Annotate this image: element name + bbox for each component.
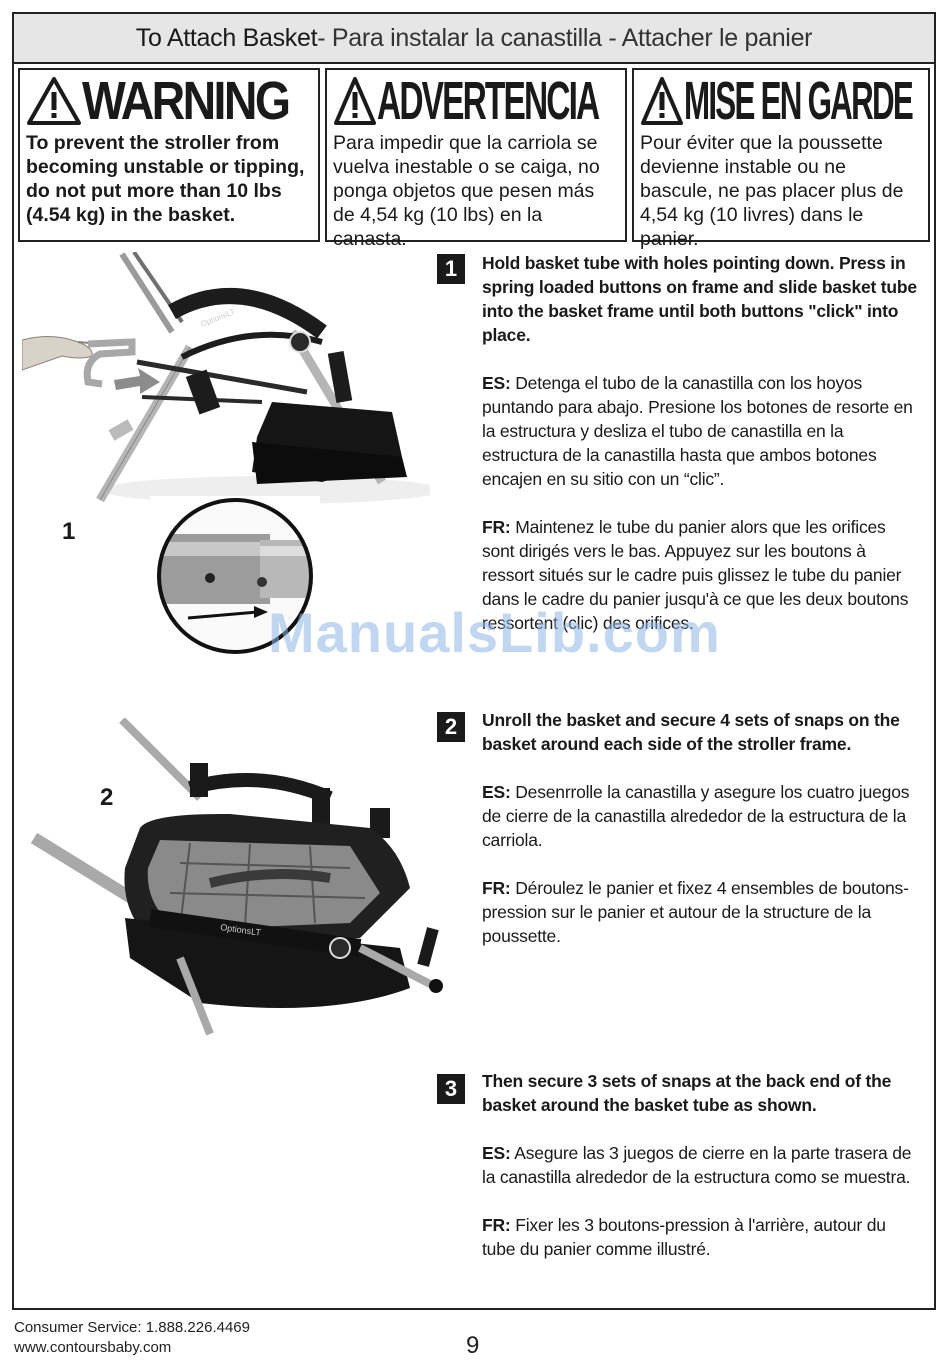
step-2-french: FR: Déroulez le panier et fixez 4 ensemb… (482, 878, 909, 946)
title-main: To Attach Basket (135, 23, 318, 52)
warning-triangle-icon (641, 77, 683, 125)
step-2-photo: OptionsLT (30, 718, 450, 1036)
warning-triangle-icon (334, 77, 376, 125)
warning-row: WARNING To prevent the stroller from bec… (18, 68, 930, 250)
consumer-service-text: Consumer Service: 1.888.226.4469 (14, 1319, 250, 1336)
warning-box-en: WARNING To prevent the stroller from bec… (18, 68, 320, 242)
figure-label-2: 2 (100, 784, 114, 811)
step-number-2: 2 (437, 712, 465, 742)
warning-text: Para impedir que la carriola se vuelva i… (333, 132, 600, 250)
footer-contact: Consumer Service: 1.888.226.4469 www.con… (14, 1318, 250, 1358)
page-number: 9 (466, 1332, 480, 1359)
step-3-english: Then secure 3 sets of snaps at the back … (482, 1071, 892, 1115)
step-number-3: 3 (437, 1074, 465, 1104)
step-2-spanish: ES: Desenrrolle la canastilla y asegure … (482, 782, 910, 850)
warning-text: Pour éviter que la poussette devienne in… (640, 132, 904, 250)
step-1-french: FR: Maintenez le tube du panier alors qu… (482, 517, 909, 633)
warning-text: To prevent the stroller from becoming un… (26, 132, 305, 226)
warning-word: WARNING (82, 71, 291, 131)
step-1-detail-photo (150, 496, 320, 656)
warning-box-es: ADVERTENCIA Para impedir que la carriola… (325, 68, 627, 250)
warning-box-fr: MISE EN GARDE Pour éviter que la pousset… (632, 68, 930, 250)
step-1-spanish: ES: Detenga el tubo de la canastilla con… (482, 373, 913, 489)
page-frame: To Attach Basket - Para instalar la cana… (12, 12, 936, 1310)
website-link[interactable]: www.contoursbaby.com (14, 1339, 172, 1356)
warning-word: MISE EN GARDE (684, 71, 914, 131)
step-2-english: Unroll the basket and secure 4 sets of s… (482, 710, 900, 754)
figure-label-1: 1 (62, 518, 76, 545)
step-1-photo: OptionsLT (22, 252, 430, 510)
title-sub: - Para instalar la canastilla - Attacher… (317, 23, 813, 52)
warning-triangle-icon (27, 77, 81, 125)
step-3-text: Then secure 3 sets of snaps at the back … (482, 1069, 922, 1285)
step-3-french: FR: Fixer les 3 boutons-pression à l'arr… (482, 1215, 886, 1259)
step-1-english: Hold basket tube with holes pointing dow… (482, 253, 917, 345)
page-title: To Attach Basket - Para instalar la cana… (14, 14, 934, 64)
step-1-text: Hold basket tube with holes pointing dow… (482, 251, 922, 659)
step-number-1: 1 (437, 254, 465, 284)
step-3-spanish: ES: Asegure las 3 juegos de cierre en la… (482, 1143, 912, 1187)
watermark: ManualsLib.com (268, 601, 721, 664)
warning-word: ADVERTENCIA (377, 71, 600, 131)
step-2-text: Unroll the basket and secure 4 sets of s… (482, 708, 922, 972)
